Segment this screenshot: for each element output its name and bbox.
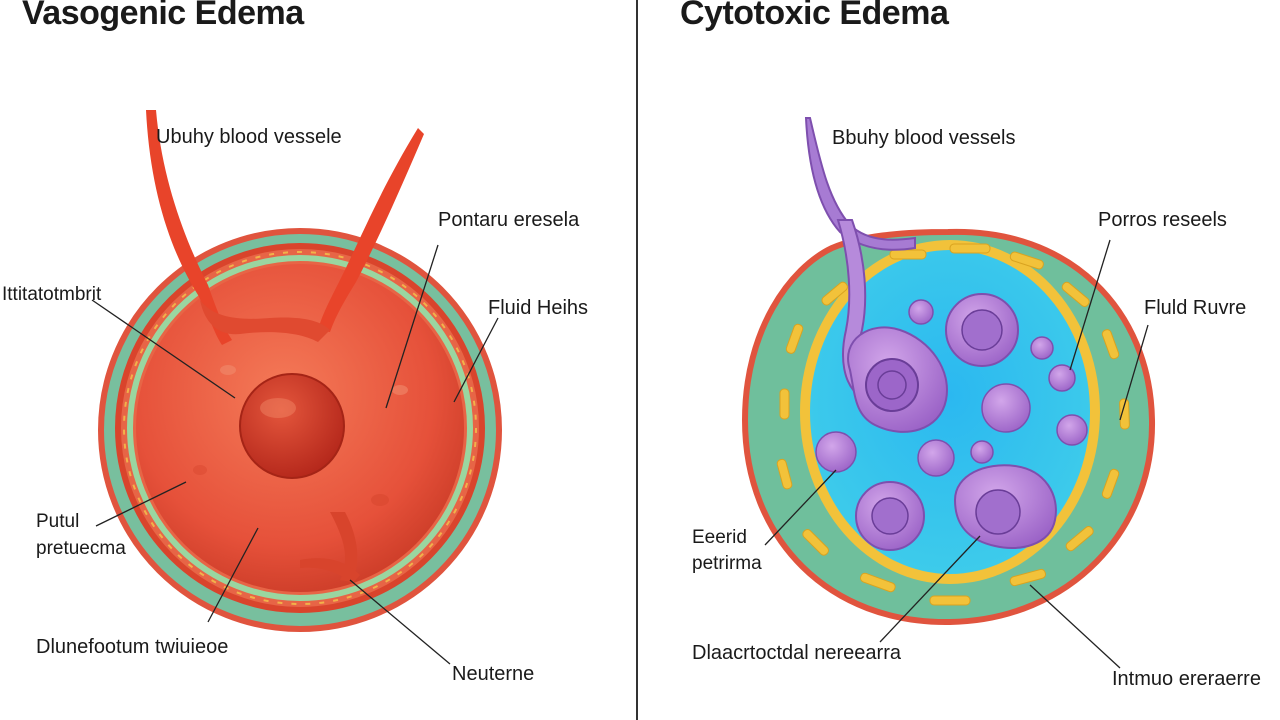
label-neuron-left: Neuterne bbox=[452, 663, 535, 685]
right-panel-title: Cytotoxic Edema bbox=[680, 0, 949, 32]
label-blood-vessels-left: Ubuhy blood vessele bbox=[156, 126, 342, 148]
vasogenic-cell bbox=[98, 228, 502, 632]
label-fluid-right: Fluld Ruvre bbox=[1144, 297, 1247, 319]
label-fluid-pre-right-line2: petrirma bbox=[692, 553, 762, 574]
cytotoxic-leader-lines bbox=[764, 239, 1149, 669]
label-bottom-left: Dlunefootum twiuieoe bbox=[36, 636, 229, 658]
cytotoxic-swollen-cells bbox=[815, 293, 1088, 551]
vasogenic-leader-lines bbox=[91, 244, 499, 665]
label-blood-vessels-right: Bbuhy blood vessels bbox=[832, 127, 1016, 149]
panel-divider bbox=[636, 0, 638, 720]
label-bottom-right: Dlaacrtoctdal nereearra bbox=[692, 642, 901, 664]
label-fluid-pre-left-line1: Putul bbox=[36, 511, 80, 532]
label-fluid-left: Fluid Heihs bbox=[488, 297, 589, 319]
label-intra-right: Intmuo ereraerre bbox=[1112, 668, 1261, 690]
cytotoxic-cell bbox=[741, 228, 1156, 626]
label-porous-vessels-right: Porros reseels bbox=[1098, 209, 1227, 231]
label-fluid-pre-left-line2: pretuecma bbox=[36, 538, 126, 559]
label-porous-vessels-left: Pontaru eresela bbox=[438, 209, 580, 231]
label-infiltrate-left: Ittitatotmbrit bbox=[2, 284, 102, 305]
vasogenic-blood-vessels bbox=[146, 110, 424, 584]
left-panel-title: Vasogenic Edema bbox=[22, 0, 304, 32]
label-fluid-pre-right-line1: Eeerid bbox=[692, 527, 747, 548]
